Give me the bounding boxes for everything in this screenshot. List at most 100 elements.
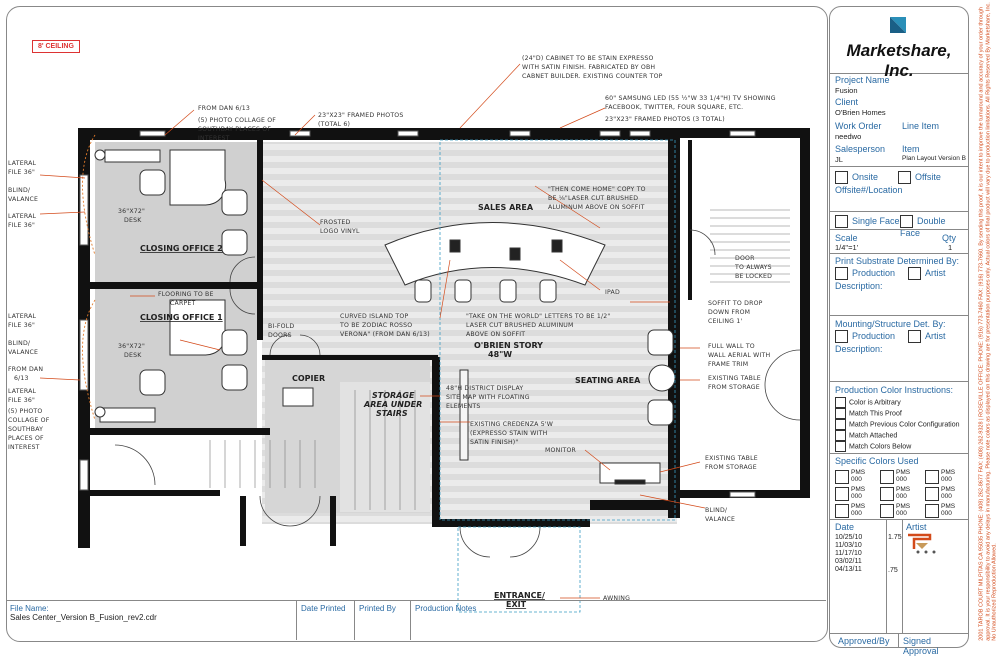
- production-label: Production: [852, 267, 896, 278]
- color-option-label: Match This Proof: [849, 410, 902, 418]
- label-take-on-world: "TAKE ON THE WORLD" LETTERS TO BE 1/2"LA…: [466, 313, 610, 338]
- label-from-dan-1: FROM DAN 6/13: [198, 105, 250, 112]
- pms-value: 000: [941, 493, 952, 500]
- file-name: Sales Center_Version B_Fusion_rev2.cdr: [10, 613, 157, 622]
- pms-value: 000: [896, 476, 907, 483]
- doors: [114, 229, 801, 558]
- production2-checkbox[interactable]: [835, 330, 848, 343]
- label-seating-area: SEATING AREA: [575, 376, 641, 385]
- seating-furniture: [459, 329, 676, 485]
- production2-option[interactable]: Production: [835, 330, 895, 343]
- pms-value: 000: [896, 510, 907, 517]
- pms-value: 000: [851, 476, 862, 483]
- double-face-option[interactable]: Double Face: [900, 215, 968, 238]
- divider-5: [830, 315, 968, 316]
- project-name: Fusion: [835, 86, 858, 95]
- single-face-checkbox[interactable]: [835, 215, 848, 228]
- pms-value: 000: [851, 510, 862, 517]
- production2-label: Production: [852, 330, 896, 341]
- pms-label: PMS: [851, 469, 866, 476]
- date-entry: 04/13/11: [835, 566, 862, 573]
- artist-signature-icon: [908, 533, 936, 554]
- double-face-checkbox[interactable]: [900, 215, 913, 228]
- color-option-checkbox[interactable]: [835, 408, 846, 419]
- color-option-proof[interactable]: Match This Proof: [835, 408, 902, 419]
- item-label: Item: [902, 144, 920, 154]
- label-closing-office-1: CLOSING OFFICE 1: [140, 313, 223, 322]
- color-option-checkbox[interactable]: [835, 419, 846, 430]
- work-order: needwo: [835, 132, 862, 141]
- label-blind-valance-3: BLIND/VALANCE: [705, 507, 735, 523]
- pms-label: PMS: [851, 486, 866, 493]
- color-option-checkbox[interactable]: [835, 430, 846, 441]
- label-closing-office-2: CLOSING OFFICE 2: [140, 244, 223, 253]
- color-option-checkbox[interactable]: [835, 397, 846, 408]
- divider-3: [830, 229, 968, 230]
- company-name: Marketshare, Inc.: [846, 41, 952, 80]
- approved-by-label: Approved/By: [838, 636, 890, 646]
- label-copier: COPIER: [292, 374, 325, 383]
- description-label: Description:: [835, 281, 883, 291]
- item-value: Plan Layout Version B: [902, 155, 966, 162]
- label-credenza: EXISTING CREDENZA 5'W(EXPRESSO STAIN WIT…: [470, 421, 553, 446]
- hours-2: .75: [888, 567, 898, 574]
- drawing-frame: [6, 6, 828, 642]
- artist-checkbox[interactable]: [908, 267, 921, 280]
- artist-option[interactable]: Artist: [908, 267, 946, 280]
- onsite-option[interactable]: Onsite: [835, 171, 878, 184]
- offsite-label: Offsite: [915, 171, 941, 182]
- color-option-below[interactable]: Match Colors Below: [835, 441, 911, 452]
- pms-label: PMS: [896, 503, 911, 510]
- single-face-option[interactable]: Single Face: [835, 215, 900, 228]
- label-blind-valance-2: BLIND/VALANCE: [8, 340, 38, 356]
- pms-label: PMS: [851, 503, 866, 510]
- onsite-checkbox[interactable]: [835, 171, 848, 184]
- artist-col-divider: [902, 519, 903, 633]
- production-notes-cell: Production Notes: [410, 600, 826, 640]
- specific-colors-label: Specific Colors Used: [835, 456, 919, 466]
- salesperson-label: Salesperson: [835, 144, 886, 154]
- label-ipad: IPAD: [605, 289, 620, 296]
- divider-4: [830, 253, 968, 254]
- date-printed-cell: Date Printed: [296, 600, 354, 640]
- date-col-divider: [886, 519, 887, 633]
- label-desk-1: 36"X72"DESK: [118, 208, 145, 224]
- file-name-label: File Name:: [10, 604, 49, 613]
- production-checkbox[interactable]: [835, 267, 848, 280]
- color-option-attached[interactable]: Match Attached: [835, 430, 897, 441]
- marketshare-logo-icon: [890, 17, 906, 33]
- production-option[interactable]: Production: [835, 267, 895, 280]
- production-notes-label: Production Notes: [415, 604, 477, 613]
- signed-approval-label: Signed Approval: [903, 636, 939, 656]
- project-name-label: Project Name: [835, 75, 890, 85]
- pms-value: 000: [941, 510, 952, 517]
- date-entry: 03/02/11: [835, 558, 862, 565]
- color-instructions-label: Production Color Instructions:: [835, 385, 954, 395]
- offsite-checkbox[interactable]: [898, 171, 911, 184]
- label-monitor: MONITOR: [545, 447, 577, 454]
- artist2-option[interactable]: Artist: [908, 330, 946, 343]
- artist2-checkbox[interactable]: [908, 330, 921, 343]
- label-sales-area: SALES AREA: [478, 203, 534, 212]
- color-option-previous[interactable]: Match Previous Color Configuration: [835, 419, 960, 430]
- date-entry: 10/25/10: [835, 534, 863, 541]
- leader-lines: [39, 63, 706, 599]
- divider-6: [830, 381, 968, 382]
- approval-divider: [898, 633, 899, 647]
- date-entry: 11/17/10: [835, 550, 862, 557]
- color-option-checkbox[interactable]: [835, 441, 846, 452]
- qty: 1: [948, 243, 953, 252]
- color-option-arbitrary[interactable]: Color is Arbitrary: [835, 397, 901, 408]
- ceiling-tag: 8' CEILING: [32, 40, 80, 53]
- offsite-option[interactable]: Offsite: [898, 171, 941, 184]
